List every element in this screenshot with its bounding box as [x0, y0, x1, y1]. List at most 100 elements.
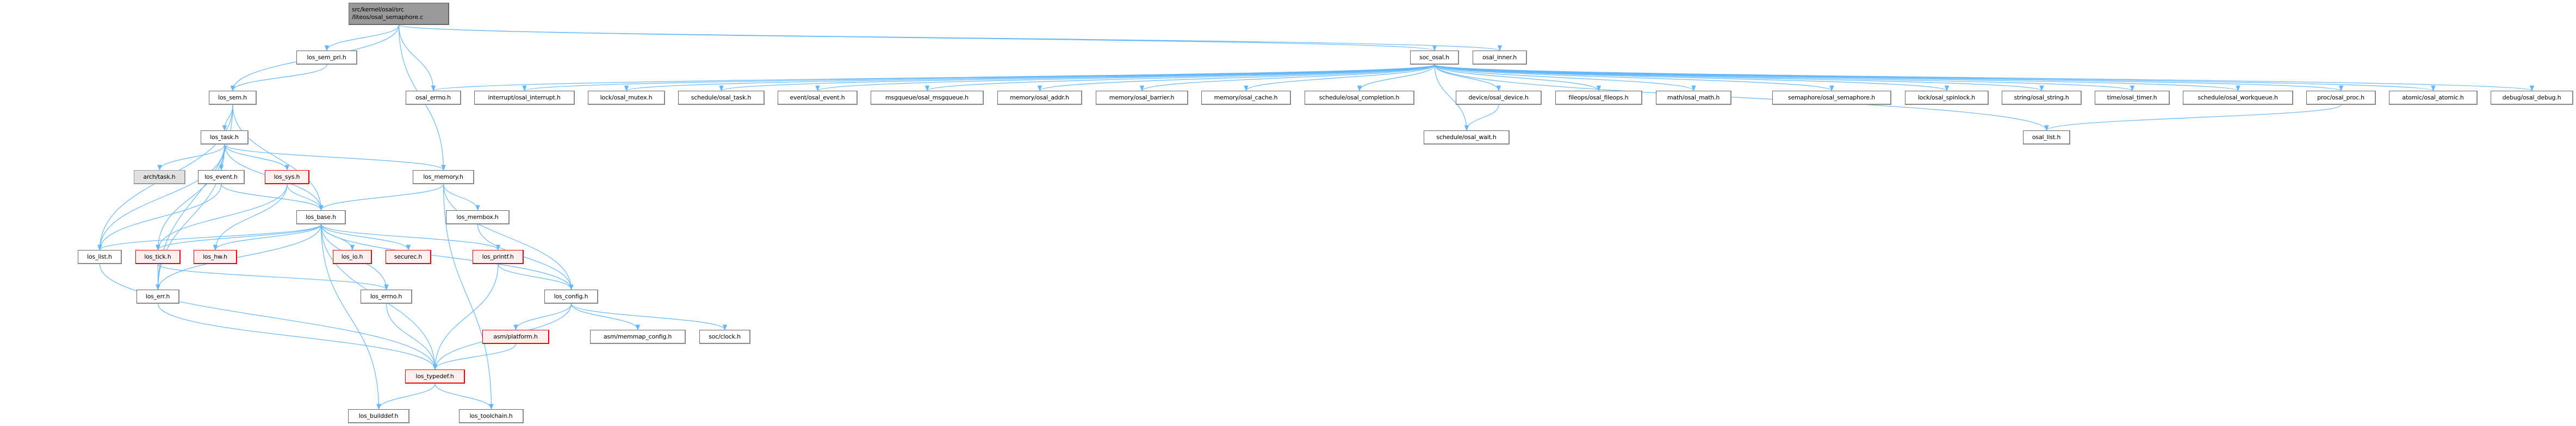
node-soc-osal[interactable]: soc_osal.h	[1410, 51, 1459, 65]
edge-los-config-to-soc-clock	[570, 303, 728, 331]
node-osal-addr[interactable]: memory/osal_addr.h	[997, 91, 1082, 105]
edge-soc-osal-to-osal-interrupt	[522, 64, 1435, 92]
node-los-config[interactable]: los_config.h	[544, 290, 598, 304]
edge-soc-osal-to-osal-event	[815, 64, 1435, 92]
node-los-membox[interactable]: los_membox.h	[446, 210, 510, 224]
node-osal-debug[interactable]: debug/osal_debug.h	[2491, 91, 2573, 105]
edge-los-sys-to-los-base	[287, 184, 324, 211]
node-los-base[interactable]: los_base.h	[296, 210, 346, 224]
node-los-task[interactable]: los_task.h	[201, 130, 249, 145]
edge-los-sys-to-los-hw	[213, 184, 288, 251]
edge-asm-platform-to-los-typedef	[432, 343, 517, 371]
edge-soc-osal-to-osal-atomic	[1434, 64, 2436, 92]
node-los-typedef[interactable]: los_typedef.h	[405, 369, 465, 384]
node-asm-memmap[interactable]: asm/memmap_config.h	[590, 330, 686, 344]
edge-los-memory-to-los-toolchain	[443, 184, 494, 410]
edge-soc-osal-to-osal-device	[1434, 64, 1501, 92]
edge-root-to-osal-errno	[398, 24, 436, 92]
edge-soc-osal-to-osal-string	[1434, 64, 2044, 92]
edge-los-typedef-to-los-builddef	[376, 383, 436, 410]
edge-los-base-to-los-builddef	[320, 224, 381, 410]
edge-los-printf-to-los-config	[498, 264, 574, 291]
edge-los-base-to-securec	[320, 224, 411, 251]
node-los-builddef[interactable]: los_builddef.h	[348, 409, 409, 423]
edge-soc-osal-to-osal-debug	[1434, 64, 2534, 92]
edge-root-to-osal-inner	[398, 24, 1502, 52]
node-osal-semaphore[interactable]: semaphore/osal_semaphore.h	[1772, 91, 1891, 105]
edge-soc-osal-to-osal-wait	[1434, 64, 1469, 131]
node-osal-string[interactable]: string/osal_string.h	[2002, 91, 2082, 105]
node-asm-platform[interactable]: asm/platform.h	[482, 330, 549, 344]
node-root[interactable]: src/kernel/osal/src /liteos/osal_semapho…	[349, 3, 449, 25]
node-los-hw[interactable]: los_hw.h	[194, 250, 237, 264]
edge-los-task-to-arch-task	[157, 144, 225, 171]
edge-los-task-to-los-tick	[156, 144, 225, 251]
edge-los-task-to-los-sys	[224, 144, 290, 171]
node-osal-mutex[interactable]: lock/osal_mutex.h	[588, 91, 665, 105]
edge-los-memory-to-los-membox	[443, 184, 480, 211]
node-osal-task[interactable]: schedule/osal_task.h	[678, 91, 765, 105]
edge-root-to-soc-osal	[398, 24, 1437, 52]
edge-los-event-to-los-list	[97, 184, 222, 251]
edge-soc-osal-to-osal-task	[719, 64, 1435, 92]
node-osal-event[interactable]: event/osal_event.h	[778, 91, 858, 105]
node-los-printf[interactable]: los_printf.h	[473, 250, 524, 264]
node-osal-timer[interactable]: time/osal_timer.h	[2095, 91, 2170, 105]
edge-soc-osal-to-osal-math	[1434, 64, 1696, 92]
edge-los-task-to-los-list	[97, 144, 225, 251]
node-los-sem[interactable]: los_sem.h	[209, 91, 257, 105]
edge-los-membox-to-los-config	[477, 224, 574, 291]
edge-los-task-to-los-err	[156, 144, 225, 291]
edge-los-config-to-asm-platform	[513, 303, 572, 331]
node-osal-workqueue[interactable]: schedule/osal_workqueue.h	[2183, 91, 2293, 105]
node-securec[interactable]: securec.h	[386, 250, 431, 264]
node-los-list[interactable]: los_list.h	[78, 250, 122, 264]
edge-soc-osal-to-osal-timer	[1434, 64, 2134, 92]
edge-los-base-to-los-hw	[213, 224, 322, 251]
node-los-errno[interactable]: los_errno.h	[361, 290, 412, 304]
edge-los-errno-to-los-typedef	[386, 303, 438, 371]
edge-soc-osal-to-osal-completion	[1357, 64, 1435, 92]
edge-soc-osal-to-osal-fileops	[1434, 64, 1602, 92]
edge-los-event-to-los-base	[221, 184, 324, 211]
edge-soc-osal-to-osal-barrier	[1139, 64, 1435, 92]
node-osal-spinlock[interactable]: lock/osal_spinlock.h	[1905, 91, 1989, 105]
node-osal-completion[interactable]: schedule/osal_completion.h	[1305, 91, 1414, 105]
node-los-err[interactable]: los_err.h	[136, 290, 179, 304]
node-osal-cache[interactable]: memory/osal_cache.h	[1201, 91, 1291, 105]
node-osal-msgqueue[interactable]: msgqueue/osal_msgqueue.h	[871, 91, 984, 105]
node-los-io[interactable]: los_io.h	[333, 250, 372, 264]
node-osal-atomic[interactable]: atomic/osal_atomic.h	[2389, 91, 2478, 105]
node-osal-inner[interactable]: osal_inner.h	[1473, 51, 1527, 65]
node-osal-math[interactable]: math/osal_math.h	[1656, 91, 1731, 105]
node-osal-interrupt[interactable]: interrupt/osal_interrupt.h	[474, 91, 575, 105]
node-los-sys[interactable]: los_sys.h	[265, 170, 309, 184]
node-osal-errno[interactable]: osal_errno.h	[406, 91, 461, 105]
edge-soc-osal-to-osal-msgqueue	[925, 64, 1435, 92]
node-los-memory[interactable]: los_memory.h	[413, 170, 474, 184]
edge-los-err-to-los-typedef	[157, 303, 438, 371]
edge-los-sem-to-los-base	[232, 104, 324, 211]
node-osal-proc[interactable]: proc/osal_proc.h	[2306, 91, 2376, 105]
edge-los-memory-to-los-base	[319, 184, 444, 211]
node-los-sem-pri[interactable]: los_sem_pri.h	[296, 51, 357, 65]
edge-soc-osal-to-osal-cache	[1244, 64, 1435, 92]
edge-root-to-los-sem-pri	[324, 24, 400, 52]
node-los-tick[interactable]: los_tick.h	[135, 250, 181, 264]
edge-osal-device-to-osal-wait	[1464, 104, 1499, 131]
node-osal-wait[interactable]: schedule/osal_wait.h	[1424, 130, 1510, 145]
edge-los-base-to-los-printf	[320, 224, 501, 251]
edge-los-tick-to-los-errno	[157, 264, 389, 291]
node-osal-list[interactable]: osal_list.h	[2023, 130, 2070, 145]
edge-los-config-to-asm-memmap	[570, 303, 641, 331]
node-los-toolchain[interactable]: los_toolchain.h	[459, 409, 524, 423]
node-arch-task[interactable]: arch/task.h	[134, 170, 185, 184]
node-soc-clock[interactable]: soc/clock.h	[699, 330, 750, 344]
node-osal-fileops[interactable]: fileops/osal_fileops.h	[1555, 91, 1642, 105]
edge-los-task-to-los-memory	[224, 144, 446, 171]
node-los-event[interactable]: los_event.h	[198, 170, 245, 184]
node-osal-barrier[interactable]: memory/osal_barrier.h	[1096, 91, 1188, 105]
edge-los-base-to-los-tick	[156, 224, 322, 251]
node-osal-device[interactable]: device/osal_device.h	[1456, 91, 1542, 105]
